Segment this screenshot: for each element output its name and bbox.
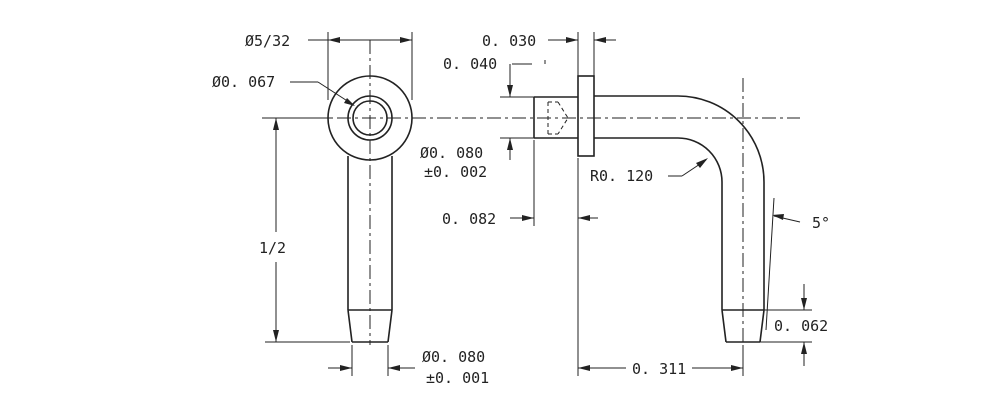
bore-inner-circle [352, 100, 388, 136]
label-dia-0080-left: Ø0. 080 [422, 348, 485, 366]
tip-left-edge [347, 309, 353, 343]
arrow-0030-left [566, 37, 578, 43]
arrow-0080-right [388, 365, 400, 371]
arrow-angle [772, 214, 784, 220]
left-view: Ø5/32 Ø0. 067 1/2 Ø0. 080 ±0. 001 [212, 32, 800, 387]
arrow-0062-top [801, 298, 807, 310]
label-radius: R0. 120 [590, 167, 653, 185]
label-tol-0001: ±0. 001 [426, 369, 489, 387]
right-view: 0. 030 0. 040 Ø0. 080 ±0. 002 0. 082 R0.… [420, 32, 830, 378]
arrow-0040-lower [507, 138, 513, 150]
arrow-0311-right [731, 365, 743, 371]
bore-outer-circle [347, 95, 393, 141]
tube-tip-right [759, 309, 765, 343]
arrow-5-32-right [400, 37, 412, 43]
label-tol-0002: ±0. 002 [424, 163, 487, 181]
taper-ref-line [765, 197, 775, 331]
flange-plate [577, 75, 595, 157]
tip-right-edge [387, 309, 393, 343]
arrow-half-top [273, 118, 279, 130]
arrow-0082-right [578, 215, 590, 221]
bore-hidden-drill-point [557, 101, 569, 135]
arrow-0040 [507, 85, 513, 97]
arrow-0067 [344, 98, 355, 106]
label-dia-0067: Ø0. 067 [212, 73, 275, 91]
arrow-radius [696, 158, 708, 168]
arrow-0080-left [340, 365, 352, 371]
arrow-0030-right [594, 37, 606, 43]
tube-tip-left [721, 309, 727, 343]
label-0082: 0. 082 [442, 210, 496, 228]
arrow-half-bottom [273, 330, 279, 342]
tube-outer-bend [594, 95, 765, 310]
label-angle: 5° [812, 214, 830, 232]
label-len-1-2: 1/2 [259, 239, 286, 257]
tube-inner-bend [594, 137, 723, 310]
label-dia-5-32: Ø5/32 [245, 32, 290, 50]
label-dia-0080-right: Ø0. 080 [420, 144, 483, 162]
label-0311: 0. 311 [632, 360, 686, 378]
label-0040: 0. 040 [443, 55, 497, 73]
label-0030: 0. 030 [482, 32, 536, 50]
label-0062: 0. 062 [774, 317, 828, 335]
arrow-0082-left [522, 215, 534, 221]
arrow-0311-left [578, 365, 590, 371]
arrow-5-32-left [328, 37, 340, 43]
arrow-0062-bottom [801, 342, 807, 354]
